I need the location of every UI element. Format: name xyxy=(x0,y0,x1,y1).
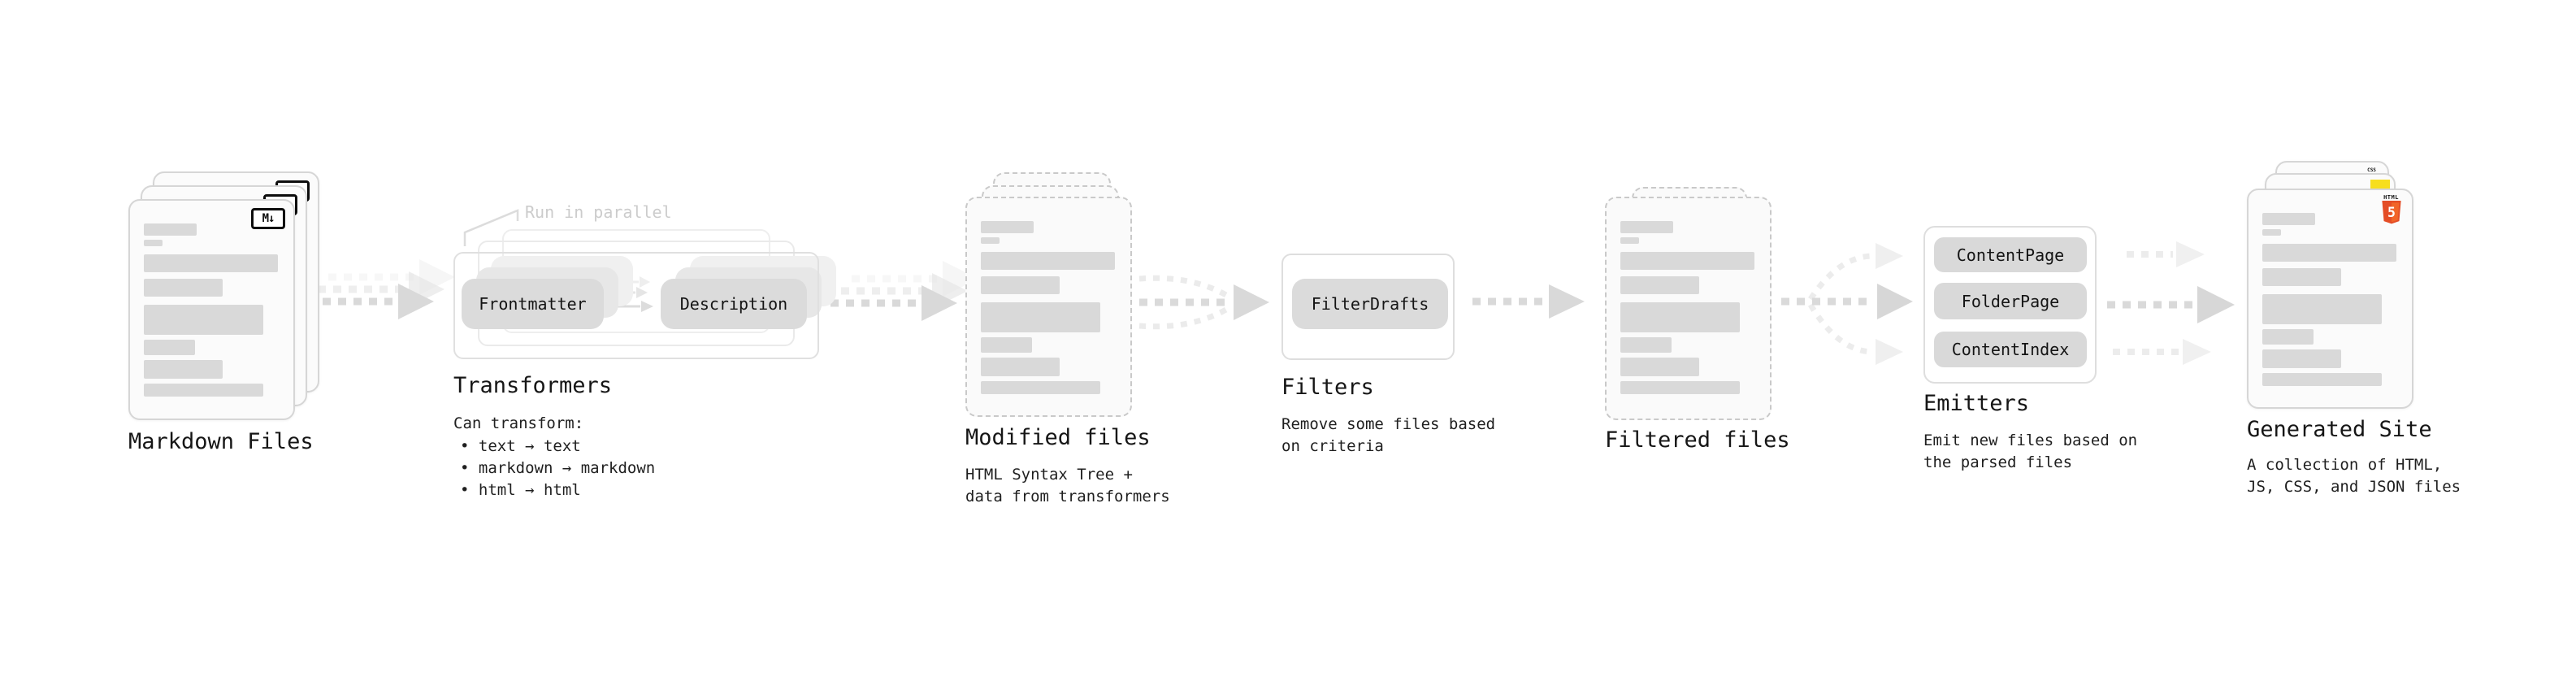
transform-bullet: • markdown → markdown xyxy=(460,459,656,477)
modified-files-label: Modified files xyxy=(965,425,1151,450)
filtered-files-label: Filtered files xyxy=(1605,427,1790,453)
placeholder-bar xyxy=(1620,358,1699,376)
file-placeholder-content xyxy=(144,223,280,397)
placeholder-bar xyxy=(981,337,1032,353)
description-node: Description xyxy=(661,279,807,329)
arrow-filtered-to-emitters-diverge xyxy=(1781,243,1913,365)
placeholder-bar xyxy=(2262,213,2315,225)
filterdrafts-node: FilterDrafts xyxy=(1292,279,1448,329)
markdown-file-card-front: M↓ xyxy=(128,199,295,420)
emitters-desc: the parsed files xyxy=(1923,453,2073,471)
emitters-desc: Emit new files based on xyxy=(1923,432,2138,449)
transform-bullet: • html → html xyxy=(460,481,581,499)
placeholder-bar xyxy=(144,240,163,246)
placeholder-bar xyxy=(2262,229,2281,236)
generated-site-desc: JS, CSS, and JSON files xyxy=(2247,478,2461,496)
placeholder-bar xyxy=(2262,373,2382,386)
emitters-label: Emitters xyxy=(1923,391,2030,416)
placeholder-bar xyxy=(1620,276,1699,294)
filtered-file-card-front xyxy=(1605,197,1772,420)
contentindex-node: ContentIndex xyxy=(1934,332,2087,367)
placeholder-bar xyxy=(981,381,1100,394)
file-placeholder-content xyxy=(981,221,1117,394)
filters-desc: Remove some files based xyxy=(1281,415,1496,433)
file-placeholder-content xyxy=(2262,213,2398,386)
placeholder-bar xyxy=(144,254,278,272)
placeholder-bar xyxy=(981,358,1060,376)
placeholder-bar xyxy=(2262,329,2314,345)
folderpage-node: FolderPage xyxy=(1934,283,2087,319)
placeholder-bar xyxy=(981,221,1034,233)
html5-shield: 5 xyxy=(2381,201,2401,224)
site-file-card-html: HTML 5 xyxy=(2247,189,2413,409)
transformers-group-box-front xyxy=(453,252,819,359)
svg-text:5: 5 xyxy=(2387,205,2396,220)
placeholder-bar xyxy=(144,384,263,397)
generated-site-label: Generated Site xyxy=(2247,417,2432,442)
markdown-badge-icon: M↓ xyxy=(251,208,285,229)
modified-file-card-front xyxy=(965,197,1132,417)
frontmatter-node: Frontmatter xyxy=(462,279,604,329)
arrow-transformers-to-modified xyxy=(830,261,978,321)
placeholder-bar xyxy=(2262,349,2341,368)
run-in-parallel-note: Run in parallel xyxy=(525,202,672,222)
modified-files-desc: data from transformers xyxy=(965,488,1170,505)
arrow-emitters-to-site xyxy=(2107,241,2235,365)
transform-bullet: • text → text xyxy=(460,437,581,455)
filters-group-box xyxy=(1281,254,1455,360)
modified-files-desc: HTML Syntax Tree + xyxy=(965,466,1133,484)
js-badge-icon xyxy=(2370,180,2390,189)
arrow-markdown-to-transformers xyxy=(307,259,455,319)
placeholder-bar xyxy=(144,340,195,355)
contentpage-node: ContentPage xyxy=(1934,237,2087,272)
placeholder-bar xyxy=(1620,302,1740,332)
placeholder-bar xyxy=(981,276,1060,294)
placeholder-bar xyxy=(981,237,1000,244)
placeholder-bar xyxy=(144,279,223,297)
arrow-modified-to-filters-converge xyxy=(1138,275,1269,330)
placeholder-bar xyxy=(981,302,1100,332)
transformers-label: Transformers xyxy=(453,373,613,398)
arrow-filters-to-filtered xyxy=(1472,284,1585,319)
placeholder-bar xyxy=(1620,237,1639,244)
placeholder-bar xyxy=(1620,381,1740,394)
placeholder-bar xyxy=(144,360,223,379)
transformers-desc-title: Can transform: xyxy=(453,414,584,432)
emitters-group-box xyxy=(1923,226,2097,384)
placeholder-bar xyxy=(2262,268,2341,286)
placeholder-bar xyxy=(1620,337,1672,353)
placeholder-bar xyxy=(981,252,1115,270)
placeholder-bar xyxy=(144,223,197,236)
placeholder-bar xyxy=(1620,252,1754,270)
placeholder-bar xyxy=(2262,244,2396,262)
file-placeholder-content xyxy=(1620,221,1756,394)
placeholder-bar xyxy=(144,305,263,335)
markdown-files-label: Markdown Files xyxy=(128,429,314,454)
placeholder-bar xyxy=(2262,294,2382,324)
placeholder-bar xyxy=(1620,221,1673,233)
filters-label: Filters xyxy=(1281,375,1374,400)
generated-site-desc: A collection of HTML, xyxy=(2247,456,2443,474)
filters-desc: on criteria xyxy=(1281,437,1384,455)
html5-icon: HTML 5 xyxy=(2380,194,2402,228)
